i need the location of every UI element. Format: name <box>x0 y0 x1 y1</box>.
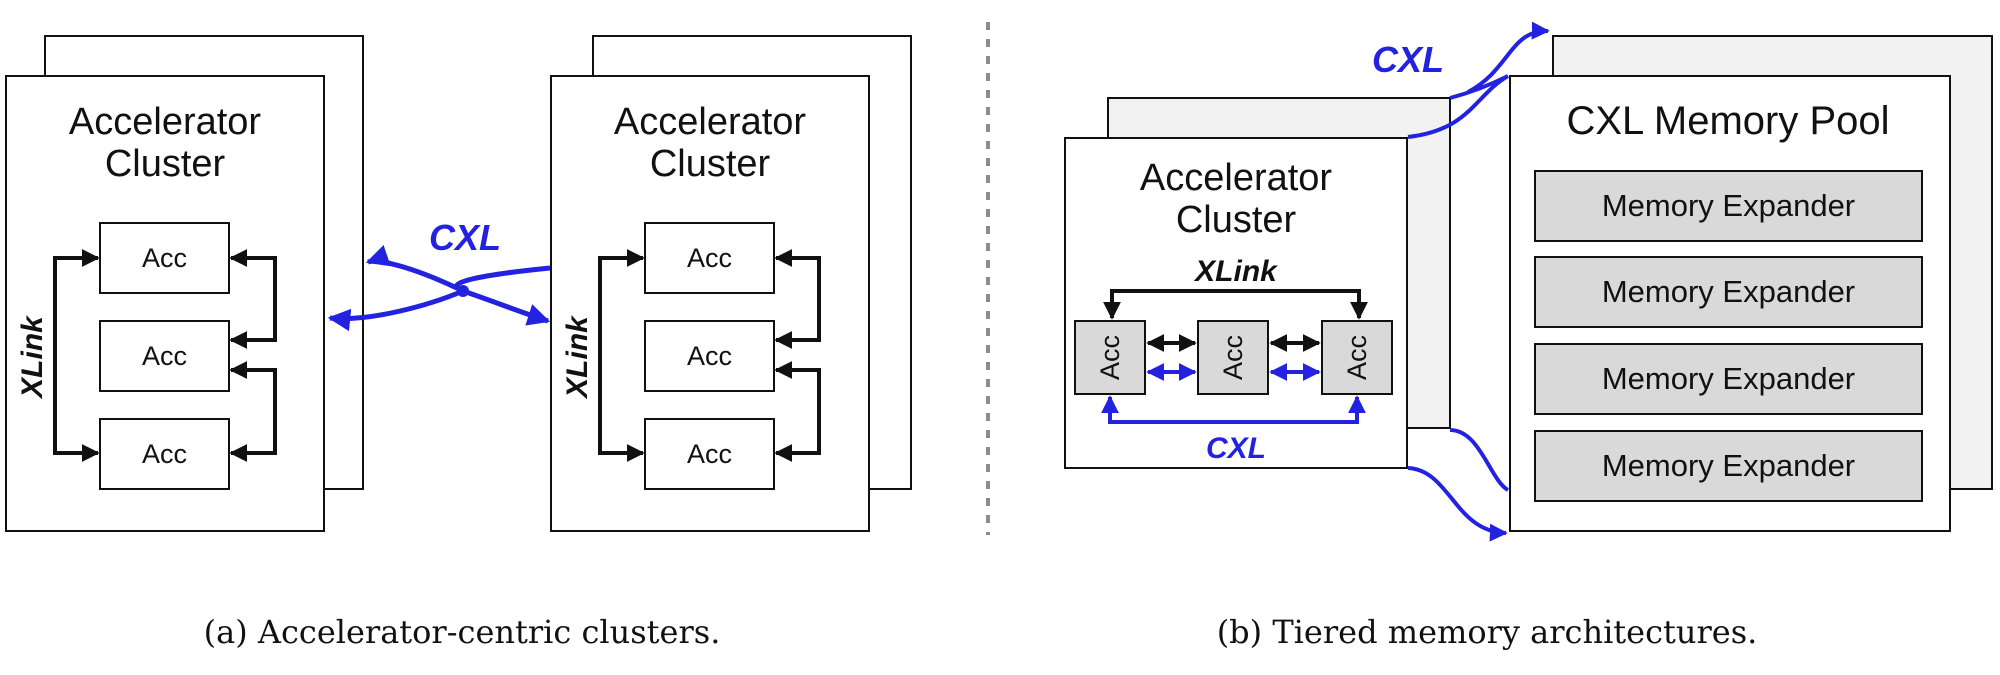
left-xlink-right-lower <box>229 361 277 462</box>
b-cluster-title-line2: Cluster <box>1176 199 1297 241</box>
right-acc-1-label: Acc <box>687 243 732 273</box>
right-acc-1 <box>644 222 775 294</box>
left-acc-1 <box>99 222 230 294</box>
right-xlink-right-lower <box>774 361 821 462</box>
panel-a-cxl-label: CXL <box>429 217 501 258</box>
caption-a: (a) Accelerator-centric clusters. <box>204 613 721 651</box>
memory-expander-1-label: Memory Expander <box>1602 188 1855 223</box>
memory-expander-2-label: Memory Expander <box>1602 274 1855 309</box>
b-cluster-cxl-label: CXL <box>1206 432 1266 465</box>
left-acc-3 <box>99 418 230 490</box>
left-xlink-bracket <box>53 249 100 462</box>
right-acc-2-label: Acc <box>687 341 732 371</box>
cxl-link-top-ext <box>1467 21 1550 94</box>
left-acc-2 <box>99 320 230 392</box>
left-cluster-title-line1: Accelerator <box>69 101 262 143</box>
left-cluster-title-line2: Cluster <box>105 143 226 185</box>
right-acc-3-label: Acc <box>687 439 732 469</box>
b-acc-1 <box>1074 320 1146 395</box>
right-xlink-right-upper <box>774 249 821 349</box>
left-acc-3-label: Acc <box>142 439 187 469</box>
cxl-link-bottom <box>1407 466 1508 542</box>
right-accelerator-cluster: Accelerator Cluster Acc Acc Acc XLink <box>550 35 912 532</box>
cxl-link-top-b <box>1449 74 1509 100</box>
memory-expander-3 <box>1534 343 1923 415</box>
b-cxl-bottom-arrow <box>1101 395 1366 424</box>
b-acc-1-label: Acc <box>1095 335 1125 380</box>
left-acc-2-label: Acc <box>142 341 187 371</box>
b-xlink-label: XLink <box>1193 255 1278 288</box>
right-xlink-label: XLink <box>561 315 594 400</box>
panel-b-cxl-interconnect: CXL <box>1372 21 1550 542</box>
right-acc-2 <box>644 320 775 392</box>
memory-expander-4 <box>1534 430 1923 502</box>
b-acc-2-label: Acc <box>1218 335 1248 380</box>
left-xlink-label: XLink <box>16 315 49 400</box>
memory-expander-3-label: Memory Expander <box>1602 361 1855 396</box>
right-xlink-bracket <box>598 249 645 462</box>
right-cluster-title-line1: Accelerator <box>614 101 807 143</box>
b-xlink-top-arrow <box>1103 289 1368 320</box>
pool-title: CXL Memory Pool <box>1566 99 1889 143</box>
right-cluster-title-line2: Cluster <box>650 143 771 185</box>
memory-expander-1 <box>1534 170 1923 242</box>
memory-expander-2 <box>1534 256 1923 328</box>
panel-a: Accelerator Cluster Acc Acc Acc XLink Ac… <box>5 35 912 651</box>
memory-expander-4-label: Memory Expander <box>1602 448 1855 483</box>
caption-b: (b) Tiered memory architectures. <box>1217 613 1758 651</box>
b-accelerator-cluster: Accelerator Cluster XLink Acc Acc Acc CX… <box>1064 97 1451 469</box>
cxl-link-mid <box>1449 428 1510 492</box>
left-xlink-right-upper <box>229 249 277 349</box>
panel-b: Accelerator Cluster XLink Acc Acc Acc CX… <box>1064 21 1993 651</box>
b-acc-2 <box>1197 320 1269 395</box>
panel-a-cxl-interconnect: CXL <box>327 217 551 332</box>
panel-b-cxl-label: CXL <box>1372 39 1444 80</box>
left-acc-1-label: Acc <box>142 243 187 273</box>
cxl-memory-pool: CXL Memory Pool Memory Expander Memory E… <box>1509 35 1993 532</box>
left-accelerator-cluster: Accelerator Cluster Acc Acc Acc XLink <box>5 35 364 532</box>
cxl-junction-dot <box>457 285 469 297</box>
right-acc-3 <box>644 418 775 490</box>
b-acc-3 <box>1321 320 1393 395</box>
b-acc-3-label: Acc <box>1342 335 1372 380</box>
b-cluster-title-line1: Accelerator <box>1140 157 1333 199</box>
